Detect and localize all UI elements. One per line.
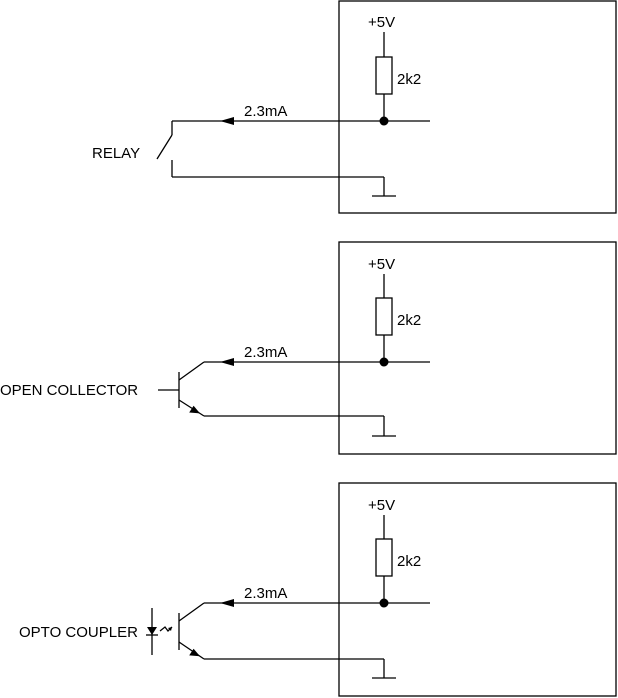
current-arrow-1 [220,117,234,125]
resistor-label-1: 2k2 [397,71,421,88]
resistor-label-2: 2k2 [397,312,421,329]
input-label-1: RELAY [92,145,140,162]
current-arrow-2 [220,358,234,366]
emitter-arrow-3 [189,648,200,657]
open-collector-circuit: +5V 2k2 2.3mA OPEN COLLECTOR [0,241,617,455]
relay-circuit: +5V 2k2 2.3mA RELAY [92,0,617,214]
transistor-collector-3 [178,602,205,622]
transistor-collector-2 [178,361,205,381]
light-arrow-head [168,627,172,631]
current-arrow-3 [220,599,234,607]
input-label-3: OPTO COUPLER [19,624,138,641]
opto-coupler-circuit: +5V 2k2 2.3mA OPTO COUPLER [19,482,617,697]
transistor-emitter-3 [178,641,205,660]
resistor-3 [375,538,393,577]
transistor-emitter-2 [178,399,205,417]
led-icon [147,627,157,635]
resistor-2 [375,297,393,336]
current-label-3: 2.3mA [244,585,287,602]
supply-label-2: +5V [368,256,395,273]
device-box-2 [338,241,617,455]
supply-label-1: +5V [368,14,395,31]
device-box-3 [338,482,617,697]
input-label-2: OPEN COLLECTOR [0,382,138,399]
current-label-1: 2.3mA [244,103,287,120]
relay-switch-blade [156,134,173,160]
supply-label-3: +5V [368,497,395,514]
resistor-1 [375,56,393,95]
resistor-label-3: 2k2 [397,553,421,570]
current-label-2: 2.3mA [244,344,287,361]
emitter-arrow-2 [189,405,200,414]
device-box-1 [338,0,617,214]
